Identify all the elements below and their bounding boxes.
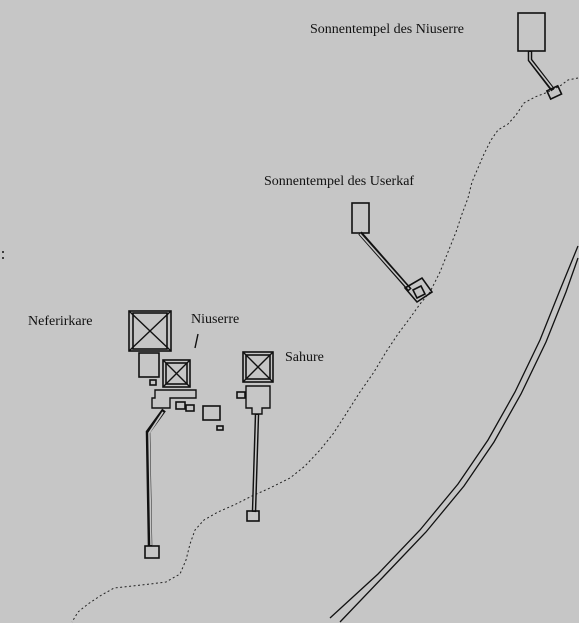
label-neferirkare: Neferirkare — [28, 314, 93, 329]
pyramid-sahure-mortuary-temple — [245, 385, 271, 415]
label-sun-temple-niuserre: Sonnentempel des Niuserre — [310, 22, 464, 37]
pyramid-sahure — [236, 351, 274, 522]
pyramid-neferirkare-mortuary-temple — [138, 352, 160, 378]
pyramid-sahure-cross — [242, 351, 274, 383]
sun-temple-userkaf-valley-temple — [403, 276, 434, 304]
pyramid-sahure-valley-temple — [246, 510, 260, 522]
pyramid-niuserre-small-structure-2 — [175, 401, 186, 410]
pyramid-sahure-small-structure — [236, 391, 246, 399]
railway-line-outer — [329, 245, 579, 619]
pyramid-neferirkare-square — [128, 310, 172, 352]
pyramid-niuserre-causeway-inner — [148, 411, 164, 546]
pyramid-neferirkare-cross — [128, 310, 172, 352]
pyramid-niuserre — [144, 359, 224, 559]
label-sun-temple-userkaf: Sonnentempel des Userkaf — [264, 174, 415, 189]
queens-pyramid-block — [202, 405, 221, 421]
pyramid-niuserre-mortuary-temple — [151, 389, 197, 409]
pyramid-niuserre-square — [162, 359, 191, 388]
label-sahure: Sahure — [285, 350, 324, 365]
pyramid-sahure-square — [242, 351, 274, 383]
sun-temple-userkaf-causeway-inner — [359, 233, 410, 290]
sun-temple-userkaf-enclosure — [351, 202, 370, 234]
label-niuserre: Niuserre — [191, 312, 240, 327]
edge-mark — [2, 251, 4, 259]
pyramid-niuserre-cross — [162, 359, 191, 388]
queens-pyramid-small — [216, 425, 224, 431]
pyramid-sahure-inner — [245, 354, 271, 380]
sun-temple-userkaf-valley-temple-inner — [411, 284, 427, 300]
pyramid-niuserre-small-structure-3 — [185, 404, 195, 412]
sun-temple-niuserre-causeway-inner — [529, 52, 553, 89]
sun-temple-userkaf — [351, 202, 434, 304]
niuserre-label-leader — [194, 333, 199, 349]
pyramid-niuserre-small-structure-1 — [149, 379, 157, 386]
pyramid-neferirkare — [128, 310, 172, 378]
pyramid-niuserre-inner — [165, 362, 188, 385]
pyramid-niuserre-valley-temple — [144, 545, 160, 559]
sun-temple-niuserre-enclosure — [517, 12, 546, 52]
pyramid-neferirkare-inner — [132, 312, 168, 350]
pyramid-sahure-causeway-inner — [253, 414, 258, 512]
sun-temple-niuserre — [517, 12, 563, 101]
sun-temple-niuserre-valley-temple — [545, 84, 563, 101]
railway-line-inner — [339, 257, 579, 623]
